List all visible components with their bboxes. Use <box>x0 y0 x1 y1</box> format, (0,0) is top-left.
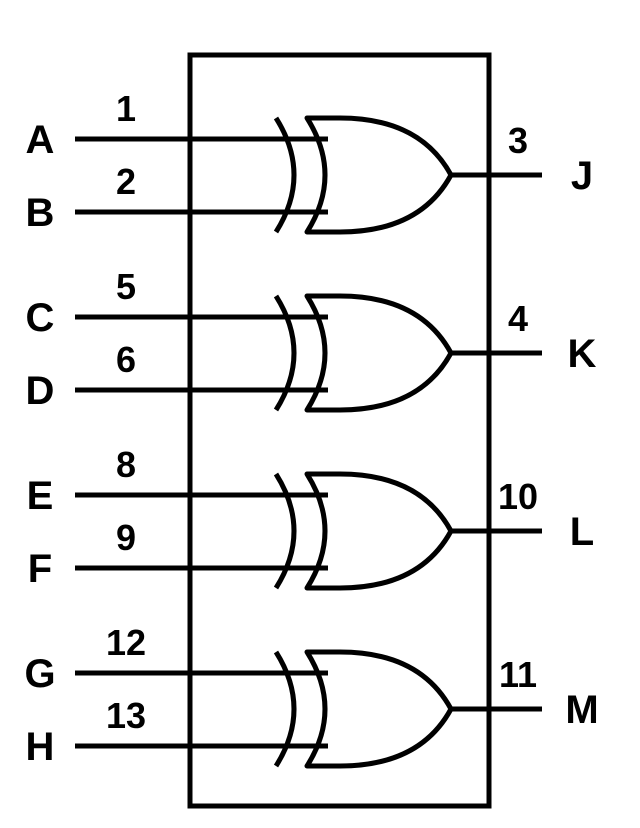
xor-gate-4: G 12H 13 M 11 <box>24 622 598 769</box>
pin-number-2: 2 <box>116 161 136 202</box>
input-label-b: B <box>26 191 55 235</box>
input-label-e: E <box>27 474 54 518</box>
xor-gate-back-curve <box>273 650 297 768</box>
output-label-m: M <box>565 688 598 732</box>
input-label-a: A <box>26 118 55 162</box>
pin-number-1: 1 <box>116 88 136 129</box>
pin-number-12: 12 <box>106 622 146 663</box>
pin-number-8: 8 <box>116 444 136 485</box>
xor-gate-body <box>304 471 454 591</box>
xor-gate-back-curve <box>273 472 297 590</box>
xor-gate-body <box>304 293 454 413</box>
xor-gate-body <box>304 115 454 235</box>
chip-outline <box>187 52 492 809</box>
pin-number-5: 5 <box>116 266 136 307</box>
output-label-j: J <box>571 154 593 198</box>
output-label-l: L <box>570 510 594 554</box>
pin-number-9: 9 <box>116 517 136 558</box>
xor-gate-2: C 5D 6 K4 <box>26 266 597 413</box>
pin-number-13: 13 <box>106 695 146 736</box>
pin-number-4: 4 <box>508 298 528 339</box>
output-label-k: K <box>568 332 597 376</box>
input-label-d: D <box>26 369 55 413</box>
xor-gate-body <box>304 649 454 769</box>
pin-number-3: 3 <box>508 120 528 161</box>
pin-number-10: 10 <box>498 476 538 517</box>
xor-gate-back-curve <box>273 294 297 412</box>
xor-gate-1: A 1B 2 J 3 <box>26 88 594 235</box>
xor-gate-3: E 8F 9 L 10 <box>27 444 595 591</box>
pin-number-11: 11 <box>499 654 537 695</box>
xor-gate-back-curve <box>273 116 297 234</box>
input-label-g: G <box>24 652 55 696</box>
input-label-h: H <box>26 725 55 769</box>
input-label-c: C <box>26 296 55 340</box>
input-label-f: F <box>28 547 52 591</box>
pin-number-6: 6 <box>116 339 136 380</box>
